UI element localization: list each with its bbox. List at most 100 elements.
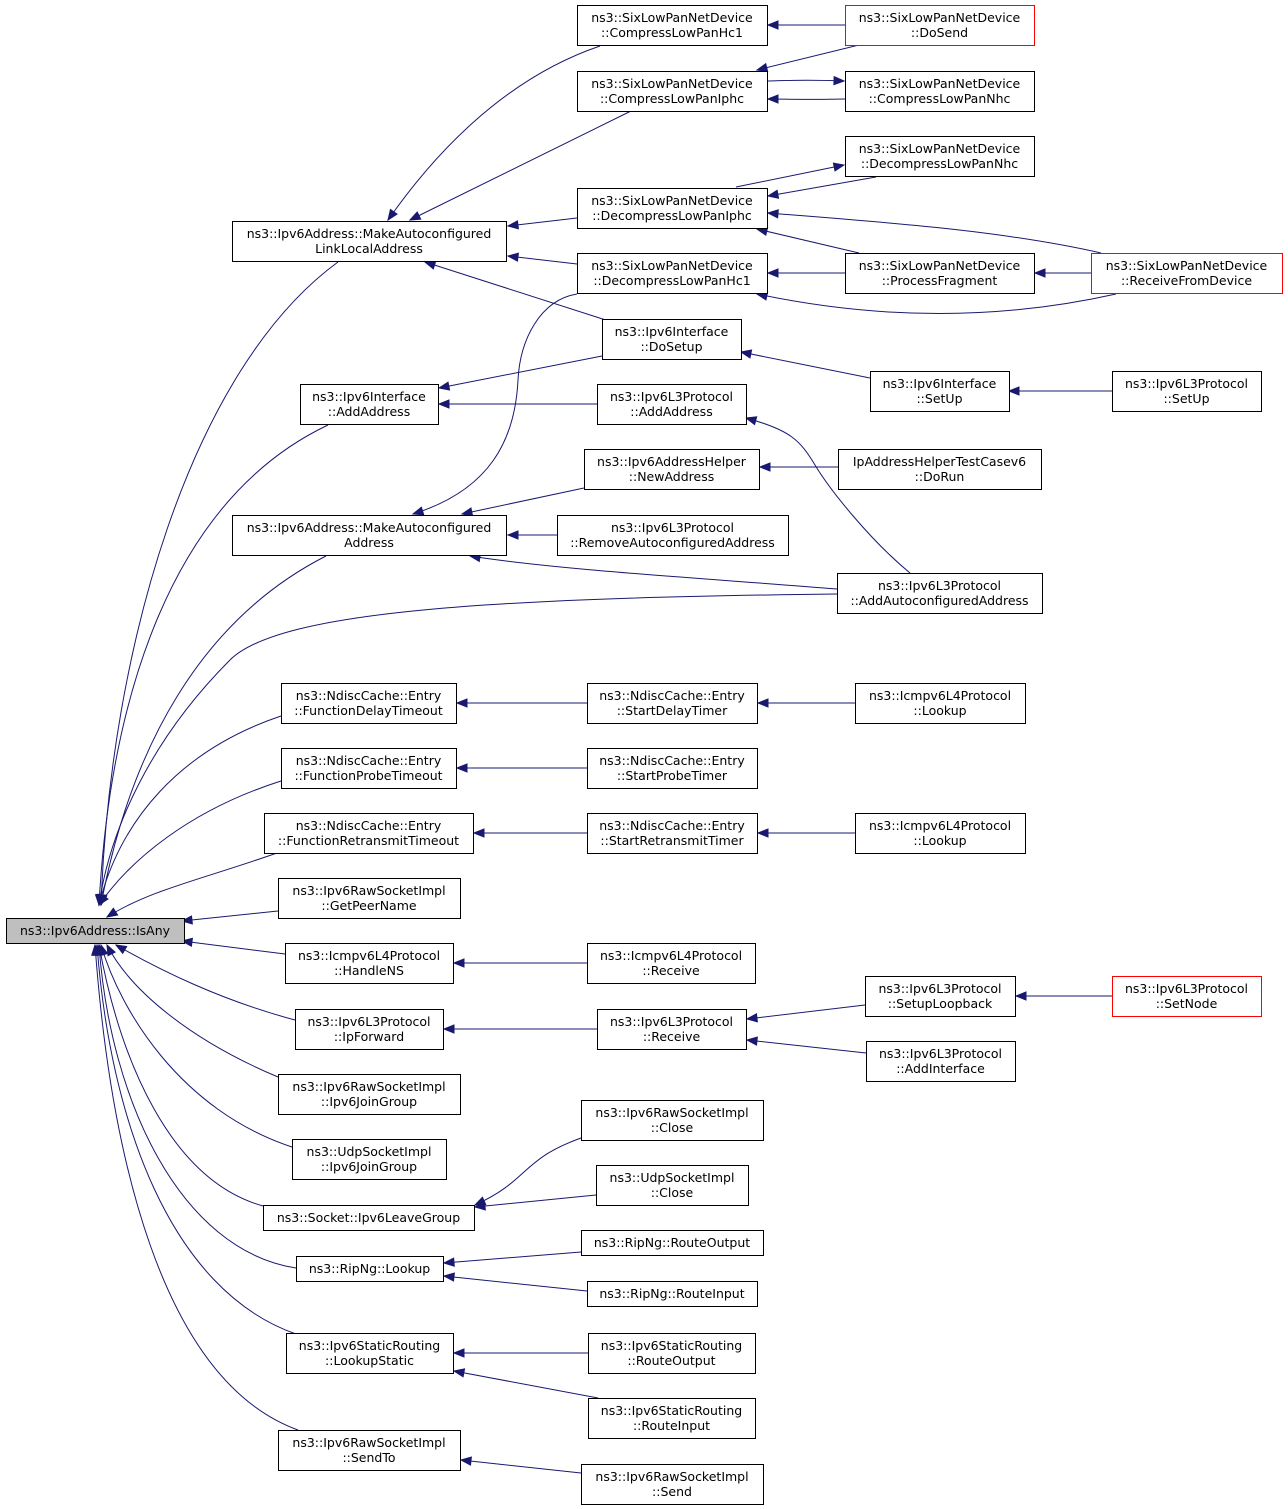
node-label: ns3::Ipv6StaticRouting	[601, 1338, 742, 1353]
node-iphc[interactable]: ns3::SixLowPanNetDevice::CompressLowPanI…	[577, 71, 768, 112]
edge-procfrag-to-diphc	[755, 226, 860, 254]
node-riplookup[interactable]: ns3::RipNg::Lookup	[296, 1256, 444, 1282]
edge-icmplookup1-to-startdelay	[756, 698, 855, 708]
edge-rawsend-to-rawsendto	[459, 1456, 582, 1474]
edge-dhc1-to-mkll	[506, 252, 578, 265]
node-icmplookup2[interactable]: ns3::Icmpv6L4Protocol::Lookup	[855, 813, 1026, 854]
node-label: ::AddAutoconfiguredAddress	[850, 593, 1028, 608]
node-l3addaddr[interactable]: ns3::Ipv6L3Protocol::AddAddress	[597, 384, 747, 425]
edge-line	[469, 555, 838, 590]
node-isany[interactable]: ns3::Ipv6Address::IsAny	[6, 918, 185, 944]
node-startretx[interactable]: ns3::NdiscCache::Entry::StartRetransmitT…	[587, 813, 758, 854]
arrowhead-icon	[1033, 268, 1046, 278]
node-label: ::RouteOutput	[627, 1353, 715, 1368]
arrowhead-icon	[180, 937, 194, 948]
node-dosend[interactable]: ns3::SixLowPanNetDevice::DoSend	[845, 5, 1035, 46]
node-icmplookup1[interactable]: ns3::Icmpv6L4Protocol::Lookup	[855, 683, 1026, 724]
node-box	[845, 253, 1035, 294]
edge-nprobe-to-isany	[98, 780, 282, 907]
node-label: ns3::RipNg::RouteOutput	[594, 1235, 750, 1250]
node-label: ::SetNode	[1156, 996, 1218, 1011]
node-label: ::DecompressLowPanNhc	[861, 156, 1018, 171]
node-procfrag[interactable]: ns3::SixLowPanNetDevice::ProcessFragment	[845, 253, 1035, 294]
node-rawclose[interactable]: ns3::Ipv6RawSocketImpl::Close	[581, 1100, 764, 1141]
node-dnhc[interactable]: ns3::SixLowPanNetDevice::DecompressLowPa…	[845, 136, 1035, 177]
node-hc1[interactable]: ns3::SixLowPanNetDevice::CompressLowPanH…	[577, 5, 768, 46]
node-startdelay[interactable]: ns3::NdiscCache::Entry::StartDelayTimer	[587, 683, 758, 724]
node-box	[584, 449, 760, 490]
node-icmpns[interactable]: ns3::Icmpv6L4Protocol::HandleNS	[285, 943, 454, 984]
node-label: ::Lookup	[913, 703, 966, 718]
node-box	[588, 1333, 756, 1374]
node-startprobe[interactable]: ns3::NdiscCache::Entry::StartProbeTimer	[587, 748, 758, 789]
node-addiface[interactable]: ns3::Ipv6L3Protocol::AddInterface	[866, 1041, 1016, 1082]
node-box	[838, 449, 1042, 490]
node-l3addauto[interactable]: ns3::Ipv6L3Protocol::AddAutoconfiguredAd…	[837, 573, 1043, 614]
node-setuploop[interactable]: ns3::Ipv6L3Protocol::SetupLoopback	[865, 976, 1016, 1017]
node-riproutein[interactable]: ns3::RipNg::RouteInput	[587, 1281, 758, 1307]
node-label: ns3::Ipv6Address::MakeAutoconfigured	[247, 226, 492, 241]
node-ndelay[interactable]: ns3::NdiscCache::Entry::FunctionDelayTim…	[281, 683, 457, 724]
arrowhead-icon	[105, 907, 119, 918]
node-srroutein[interactable]: ns3::Ipv6StaticRouting::RouteInput	[588, 1398, 756, 1439]
edge-line	[767, 176, 877, 197]
edge-l3addaddr-to-ifaddaddr	[437, 399, 597, 409]
node-label: ns3::Icmpv6L4Protocol	[298, 948, 440, 963]
node-cnhc[interactable]: ns3::SixLowPanNetDevice::CompressLowPanN…	[845, 71, 1035, 112]
node-setnode[interactable]: ns3::Ipv6L3Protocol::SetNode	[1112, 976, 1262, 1017]
node-label: ns3::RipNg::RouteInput	[599, 1286, 744, 1301]
node-label: ns3::UdpSocketImpl	[307, 1144, 432, 1159]
node-ifdosetup[interactable]: ns3::Ipv6Interface::DoSetup	[602, 319, 742, 360]
node-box	[837, 573, 1043, 614]
node-label: ::DoRun	[915, 469, 965, 484]
node-ifaddaddr[interactable]: ns3::Ipv6Interface::AddAddress	[300, 384, 439, 425]
node-l3recv[interactable]: ns3::Ipv6L3Protocol::Receive	[597, 1009, 747, 1050]
node-ifsetup[interactable]: ns3::Ipv6Interface::SetUp	[870, 371, 1010, 412]
edge-line	[735, 164, 845, 188]
edge-diphc-to-dnhc	[735, 162, 846, 188]
edge-setuploop-to-l3recv	[745, 1004, 866, 1023]
node-udpclose[interactable]: ns3::UdpSocketImpl::Close	[596, 1165, 749, 1206]
node-rawpeer[interactable]: ns3::Ipv6RawSocketImpl::GetPeerName	[278, 878, 461, 919]
node-label: IpAddressHelperTestCasev6	[853, 454, 1026, 469]
node-label: ::Receive	[643, 1029, 701, 1044]
node-nretx[interactable]: ns3::NdiscCache::Entry::FunctionRetransm…	[264, 813, 474, 854]
edge-l3recv-to-l3ipfwd	[442, 1024, 597, 1034]
edge-dhc1-to-mkac	[411, 293, 578, 516]
node-udpjoin[interactable]: ns3::UdpSocketImpl::Ipv6JoinGroup	[292, 1139, 447, 1180]
edge-sockleave-to-isany	[96, 943, 264, 1207]
edge-line	[756, 293, 1117, 314]
node-rawsend[interactable]: ns3::Ipv6RawSocketImpl::Send	[581, 1464, 764, 1505]
node-sockleave[interactable]: ns3::Socket::Ipv6LeaveGroup	[263, 1205, 475, 1231]
node-recvfrom[interactable]: ns3::SixLowPanNetDevice::ReceiveFromDevi…	[1091, 253, 1283, 294]
arrowhead-icon	[506, 252, 519, 262]
node-iphelpertest[interactable]: IpAddressHelperTestCasev6::DoRun	[838, 449, 1042, 490]
node-helpernew[interactable]: ns3::Ipv6AddressHelper::NewAddress	[584, 449, 760, 490]
node-diphc[interactable]: ns3::SixLowPanNetDevice::DecompressLowPa…	[577, 188, 768, 229]
node-rawsendto[interactable]: ns3::Ipv6RawSocketImpl::SendTo	[278, 1430, 461, 1471]
edge-line	[181, 910, 279, 922]
node-mkac[interactable]: ns3::Ipv6Address::MakeAutoconfiguredAddr…	[232, 515, 507, 556]
node-label: ::Close	[651, 1185, 694, 1200]
node-nprobe[interactable]: ns3::NdiscCache::Entry::FunctionProbeTim…	[281, 748, 457, 789]
arrowhead-icon	[506, 220, 519, 230]
node-mkll[interactable]: ns3::Ipv6Address::MakeAutoconfiguredLink…	[232, 221, 507, 262]
node-l3remove[interactable]: ns3::Ipv6L3Protocol::RemoveAutoconfigure…	[557, 515, 789, 556]
edge-ifdosetup-to-ifaddaddr	[437, 355, 603, 391]
node-box	[296, 1256, 444, 1282]
node-dhc1[interactable]: ns3::SixLowPanNetDevice::DecompressLowPa…	[577, 253, 768, 294]
node-l3ipfwd[interactable]: ns3::Ipv6L3Protocol::IpForward	[295, 1009, 444, 1050]
edge-procfrag-to-dhc1	[766, 268, 845, 278]
node-label: ::HandleNS	[334, 963, 404, 978]
node-riprouteout[interactable]: ns3::RipNg::RouteOutput	[581, 1230, 764, 1256]
arrowhead-icon	[408, 211, 422, 221]
node-rawjoin[interactable]: ns3::Ipv6RawSocketImpl::Ipv6JoinGroup	[278, 1074, 461, 1115]
node-l3setup[interactable]: ns3::Ipv6L3Protocol::SetUp	[1112, 371, 1262, 412]
node-srrouteout[interactable]: ns3::Ipv6StaticRouting::RouteOutput	[588, 1333, 756, 1374]
node-label: LinkLocalAddress	[315, 241, 423, 256]
node-icmprecv[interactable]: ns3::Icmpv6L4Protocol::Receive	[587, 943, 756, 984]
edge-iphc-to-cnhc	[767, 75, 846, 86]
node-srlookup[interactable]: ns3::Ipv6StaticRouting::LookupStatic	[286, 1333, 454, 1374]
arrowhead-icon	[106, 943, 116, 957]
